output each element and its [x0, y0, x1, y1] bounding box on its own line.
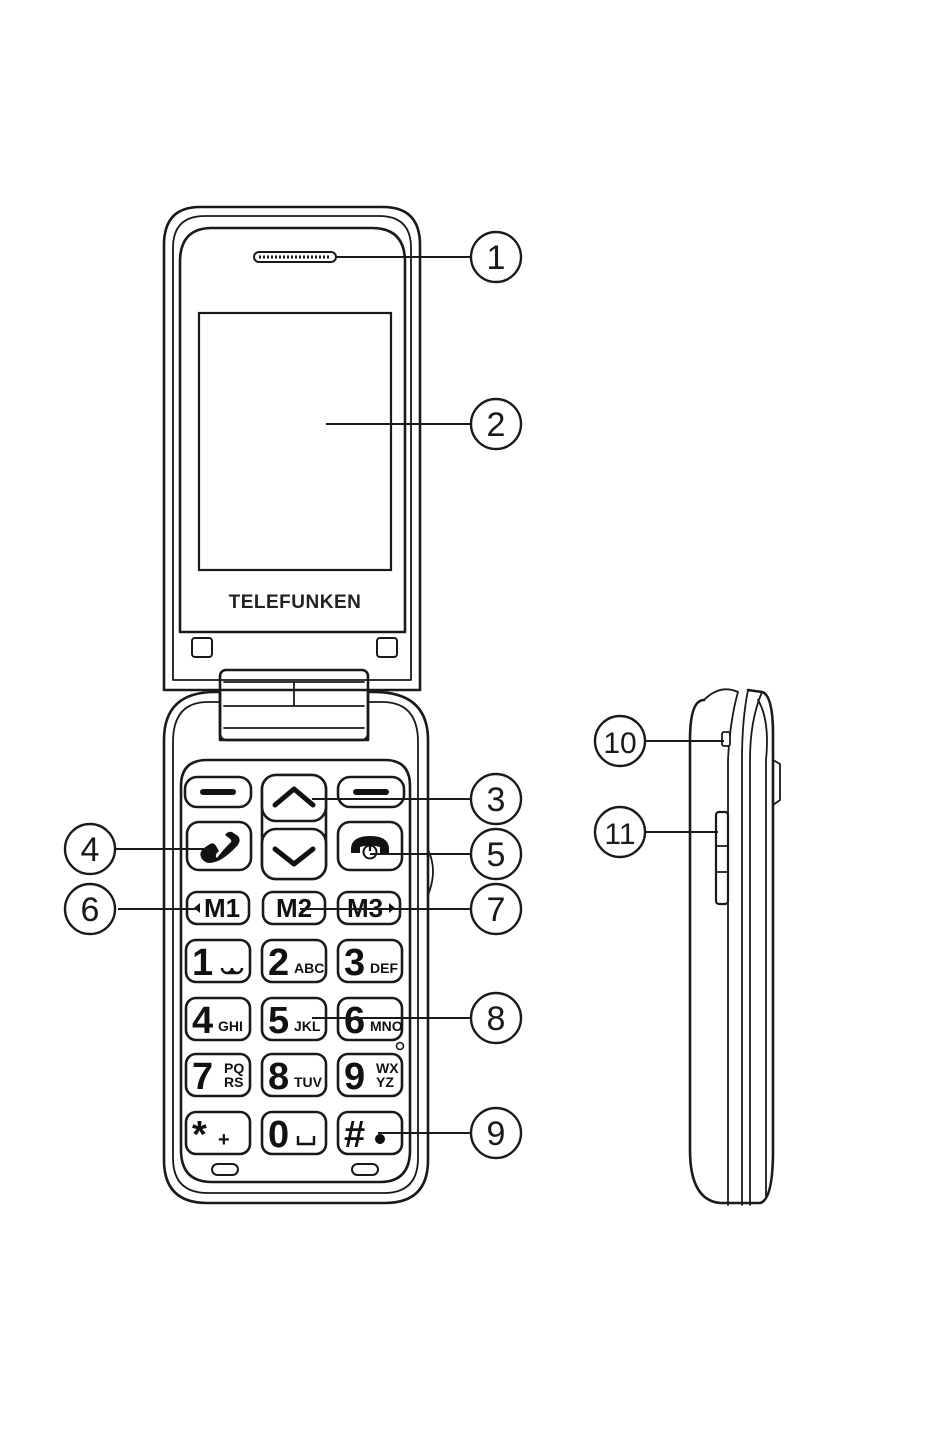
- key-digit: *: [192, 1114, 207, 1156]
- callout-7: 7: [471, 884, 521, 934]
- key-letters: TUV: [294, 1074, 323, 1090]
- key-letters: +: [218, 1129, 230, 1151]
- key-digit: 9: [344, 1056, 365, 1098]
- key-2[interactable]: 2 ABC: [262, 940, 326, 984]
- key-4[interactable]: 4 GHI: [186, 998, 250, 1042]
- callout-2: 2: [471, 399, 521, 449]
- key-5[interactable]: 5 JKL: [262, 998, 326, 1042]
- key-digit: 8: [268, 1056, 289, 1098]
- soft-key-right[interactable]: [338, 777, 404, 807]
- key-letters: YZ: [376, 1074, 394, 1090]
- key-star[interactable]: *+: [186, 1112, 250, 1156]
- callout-number: 7: [487, 891, 506, 929]
- callout-number: 3: [487, 781, 506, 819]
- callout-number: 4: [81, 831, 100, 869]
- callout-number: 8: [487, 1000, 506, 1038]
- soft-key-left[interactable]: [185, 777, 251, 807]
- key-digit: 3: [344, 942, 365, 984]
- callout-number: 10: [603, 727, 636, 760]
- key-letters: GHI: [218, 1018, 243, 1034]
- callout-8: 8: [471, 993, 521, 1043]
- side-port: [722, 732, 730, 746]
- callout-5: 5: [471, 829, 521, 879]
- callout-number: 6: [81, 891, 100, 929]
- phone-side-view: [690, 689, 780, 1205]
- key-digit: 5: [268, 1000, 289, 1042]
- brand-logo: TELEFUNKEN: [229, 592, 362, 613]
- key-1[interactable]: 1: [186, 940, 250, 984]
- key-digit: 0: [268, 1114, 289, 1156]
- key-digit: #: [344, 1114, 365, 1156]
- key-letters: ABC: [294, 960, 324, 976]
- key-digit: 6: [344, 1000, 365, 1042]
- callout-3: 3: [471, 774, 521, 824]
- key-digit: 2: [268, 942, 289, 984]
- key-digit: 1: [192, 942, 213, 984]
- callout-number: 5: [487, 836, 506, 874]
- phone-lid: TELEFUNKEN: [164, 207, 420, 690]
- callout-number: 9: [487, 1115, 506, 1153]
- callout-number: 11: [604, 818, 635, 851]
- key-digit: 7: [192, 1056, 213, 1098]
- callout-4: 4: [65, 824, 115, 874]
- svg-text:M1: M1: [204, 893, 240, 923]
- key-0[interactable]: 0: [262, 1112, 326, 1156]
- call-button[interactable]: [187, 822, 251, 870]
- callout-9: 9: [471, 1108, 521, 1158]
- key-letters: DEF: [370, 960, 398, 976]
- key-letters: RS: [224, 1074, 243, 1090]
- callout-6: 6: [65, 884, 115, 934]
- callout-number: 2: [487, 406, 506, 444]
- key-3[interactable]: 3 DEF: [338, 940, 402, 984]
- key-letters: MNO: [370, 1018, 403, 1034]
- key-digit: 4: [192, 1000, 213, 1042]
- navigation-key[interactable]: [262, 775, 326, 879]
- left-indicator: [192, 638, 212, 657]
- key-6[interactable]: 6 MNO: [338, 998, 403, 1042]
- silent-bell-icon: [375, 1134, 385, 1144]
- callout-number: 1: [487, 239, 506, 277]
- end-power-button[interactable]: [338, 822, 402, 870]
- display-screen: [199, 313, 391, 570]
- key-letters: JKL: [294, 1018, 321, 1034]
- callout-10: 10: [595, 716, 645, 766]
- right-indicator: [377, 638, 397, 657]
- callout-1: 1: [471, 232, 521, 282]
- side-volume-button[interactable]: [716, 812, 728, 904]
- key-8[interactable]: 8 TUV: [262, 1054, 326, 1098]
- callout-11: 11: [595, 807, 645, 857]
